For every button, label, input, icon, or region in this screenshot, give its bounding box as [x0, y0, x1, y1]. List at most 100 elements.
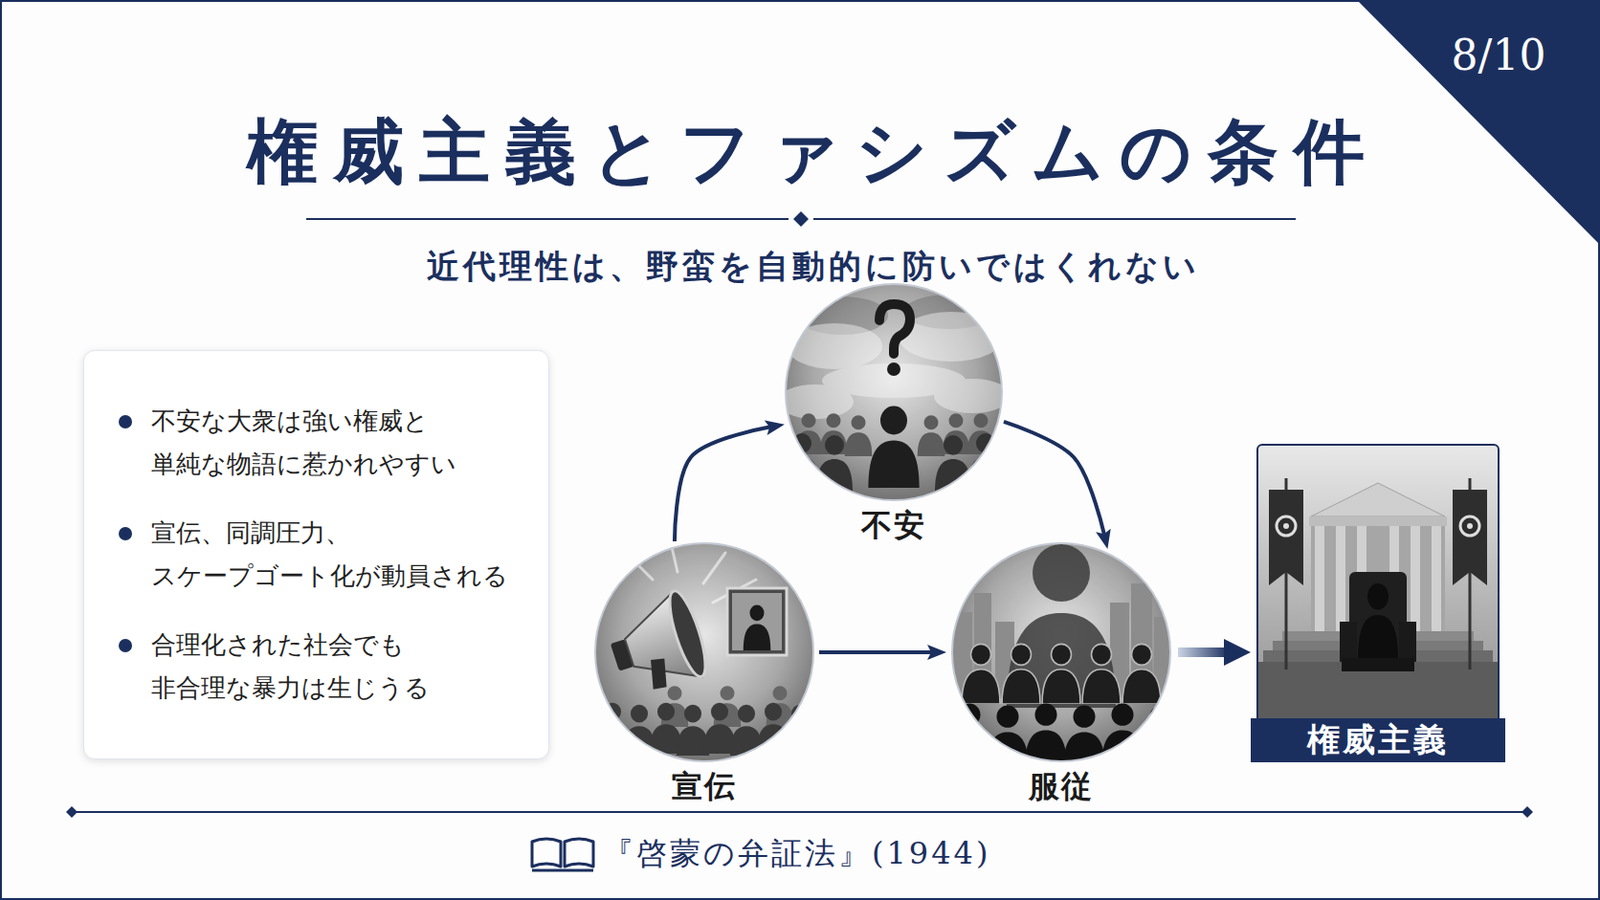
bullet-item: 宣伝、同調圧力、 スケープゴート化が動員される: [118, 511, 530, 600]
illustration-part: [967, 433, 1004, 490]
throne-illustration: [1258, 445, 1498, 719]
bullet-text: 不安な大衆は強い権威と 単純な物語に惹かれやすい: [151, 400, 530, 488]
illustration-part: [74, 811, 1525, 814]
illustration-part: [783, 705, 817, 756]
illustration-part: [732, 593, 782, 651]
illustration-part: [703, 553, 726, 584]
circle-shape: [594, 542, 815, 763]
bottom-rule: [66, 806, 1534, 819]
illustration-part: [1460, 516, 1480, 536]
illustration-part: [532, 869, 594, 873]
flow-arrow: [1003, 422, 1105, 535]
flow-arrow: [1177, 647, 1226, 658]
illustration-part: [1042, 644, 1081, 705]
illustration-part: [948, 704, 1182, 771]
illustrated-circle: 不安: [784, 283, 1003, 544]
illustration-part: [887, 362, 901, 377]
illustration-part: [1276, 516, 1296, 536]
obedience-illustration: [948, 542, 1182, 770]
bullet-text: 宣伝、同調圧力、 スケープゴート化が動員される: [151, 511, 530, 600]
page-title: 権威主義とファシズムの条件: [246, 109, 1380, 195]
illustration-part: [867, 406, 919, 489]
illustration-part: [1335, 526, 1346, 632]
illustration-part: [1410, 526, 1421, 632]
flow-arrow: [819, 650, 932, 655]
illustration-part: [917, 415, 946, 457]
illustration-part: [961, 644, 1161, 705]
illustration-part: [786, 323, 883, 370]
page-number: 8/10: [1451, 30, 1547, 82]
title-rule: [306, 211, 1296, 227]
illustration-part: [1311, 483, 1445, 517]
illustration-part: [600, 587, 713, 701]
illustration-part: [1341, 658, 1415, 672]
illustration-part: [1339, 622, 1357, 663]
illustration-part: [1001, 644, 1041, 705]
circle-label: 不安: [784, 507, 1003, 544]
subtitle: 近代理性は、野蛮を自動的に防いではくれない: [426, 246, 1200, 287]
illustration-part: [1268, 489, 1304, 586]
illustration-part: [1309, 516, 1447, 527]
book-icon: [532, 839, 594, 871]
illustration-part: [783, 433, 821, 490]
illustration-part: [1521, 806, 1534, 819]
panel-label: 権威主義: [1250, 722, 1506, 758]
bullet-panel: 不安な大衆は強い権威と 単純な物語に惹かれやすい宣伝、同調圧力、 スケープゴート…: [83, 350, 550, 760]
illustration-part: [564, 839, 594, 867]
illustration-part: [1314, 526, 1325, 632]
illustration-part: [1283, 523, 1289, 530]
circle-outline: [952, 543, 1171, 762]
bullet-item: 不安な大衆は強い権威と 単純な物語に惹かれやすい: [118, 400, 530, 488]
circle-shape: [784, 283, 1003, 502]
illustration-part: [1082, 644, 1121, 705]
corner-triangle: [1356, 0, 1600, 245]
illustration-part: [743, 605, 772, 652]
illustration-part: [1431, 526, 1442, 632]
bullet-dot: [118, 415, 133, 429]
source-caption: 『啓蒙の弁証法』(1944): [602, 834, 991, 873]
illustration-part: [879, 304, 911, 355]
illustration-part: [1399, 622, 1417, 663]
illustration-part: [671, 547, 678, 573]
bullet-text: 合理化された社会でも 非合理な暴力は生じうる: [151, 623, 530, 712]
illustration-part: [1258, 445, 1498, 719]
illustration-part: [844, 415, 873, 457]
illustration-part: [1349, 572, 1407, 661]
illustration-part: [933, 378, 1011, 414]
illustration-part: [777, 311, 1011, 420]
illustration-part: [793, 211, 809, 227]
illustration-part: [532, 839, 561, 867]
illustration-part: [306, 218, 789, 221]
propaganda-illustration: [594, 542, 817, 763]
flow-arrow: [674, 427, 770, 543]
illustration-part: [948, 704, 991, 769]
illustration-part: [594, 542, 815, 763]
illustration-part: [1466, 523, 1473, 530]
illustration-part: [1122, 644, 1161, 705]
circle-shape: [951, 542, 1172, 763]
illustration-part: [813, 218, 1296, 221]
illustration-part: [66, 806, 78, 819]
illustration-part: [1452, 489, 1488, 586]
illustration-part: [596, 703, 817, 756]
circle-label: 宣伝: [594, 768, 815, 805]
illustration-part: [951, 542, 1172, 763]
illustration-part: [1357, 583, 1399, 659]
anxiety-illustration: [777, 283, 1011, 502]
illustrated-circle: 宣伝: [594, 542, 815, 805]
bullet-dot: [118, 639, 133, 653]
illustration-part: [727, 588, 787, 656]
label-band: 権威主義: [1250, 718, 1506, 763]
illustration-part: [663, 587, 713, 681]
illustration-part: [644, 656, 673, 692]
illustration-part: [1139, 706, 1182, 771]
illustration-part: [961, 644, 1000, 705]
result-panel: 権威主義: [1256, 444, 1500, 763]
illustration-part: [1101, 704, 1144, 769]
circle-label: 服従: [951, 768, 1172, 805]
bullet-dot: [118, 527, 133, 541]
illustrated-circle: 服従: [951, 542, 1172, 805]
